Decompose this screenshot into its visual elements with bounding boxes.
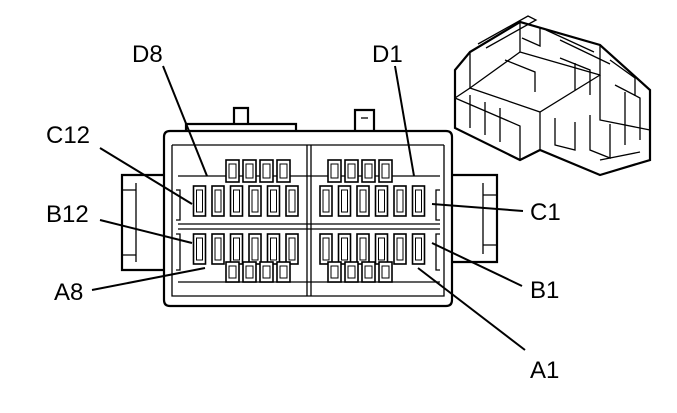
pin-terminal-a-6 (347, 265, 356, 279)
pin-terminal-d-6 (347, 163, 356, 179)
pin-terminal-c-3 (233, 189, 240, 213)
pin-cavity-d-6 (344, 159, 359, 183)
pin-terminal-c-12 (415, 189, 422, 213)
pin-terminal-c-8 (341, 189, 348, 213)
pin-terminal-c-10 (378, 189, 385, 213)
pin-terminal-a-8 (381, 265, 390, 279)
pin-terminal-c-6 (288, 189, 296, 213)
pin-terminal-b-10 (378, 237, 385, 261)
leader-c12 (99, 147, 193, 205)
pin-terminal-a-4 (279, 265, 288, 279)
leader-lines (91, 65, 526, 351)
pin-labels: D8 D1 C12 C1 B12 B1 A8 A1 (46, 41, 561, 384)
pin-cavity-d-5 (327, 159, 342, 183)
pin-cavity-a-7 (361, 261, 376, 283)
pin-cavity-d-2 (242, 159, 257, 183)
pin-terminal-c-11 (396, 189, 404, 213)
pin-terminal-a-2 (245, 265, 254, 279)
pin-cavity-a-3 (259, 261, 274, 283)
pin-terminal-b-5 (270, 237, 277, 261)
pin-terminal-d-3 (262, 163, 271, 179)
pin-terminal-c-4 (251, 189, 259, 213)
pin-terminal-a-3 (262, 265, 271, 279)
pin-terminal-b-11 (396, 237, 404, 261)
pin-terminal-d-7 (364, 163, 373, 179)
pin-terminal-c-7 (322, 189, 330, 213)
pin-terminal-a-7 (364, 265, 373, 279)
leader-b12 (99, 219, 193, 244)
pin-terminal-a-1 (228, 265, 237, 279)
pin-terminal-d-2 (245, 163, 254, 179)
pin-terminal-b-9 (359, 237, 367, 261)
pin-cavity-a-6 (344, 261, 359, 283)
pin-cavity-a-5 (327, 261, 342, 283)
pin-cavity-d-3 (259, 159, 274, 183)
pin-terminal-d-5 (330, 163, 339, 179)
connector-iso-view (453, 15, 652, 177)
pin-terminal-d-1 (228, 163, 237, 179)
label-d1: D1 (372, 41, 403, 68)
label-c1: C1 (530, 199, 561, 226)
connector-housing (120, 106, 499, 308)
pin-cavity-d-7 (361, 159, 376, 183)
leader-a1 (417, 267, 526, 351)
leader-d8 (162, 65, 208, 177)
pin-cavity-d-4 (276, 159, 291, 183)
pin-terminal-b-2 (214, 237, 222, 261)
pin-cavities (192, 159, 426, 283)
leader-b1 (431, 242, 523, 287)
leader-d1 (394, 65, 415, 177)
label-b12: B12 (46, 201, 89, 228)
pin-cavity-d-1 (225, 159, 240, 183)
pin-cavity-d-8 (378, 159, 393, 183)
pin-terminal-d-4 (279, 163, 288, 179)
pin-terminal-d-8 (381, 163, 390, 179)
label-d8: D8 (132, 41, 163, 68)
pin-terminal-b-3 (233, 237, 240, 261)
label-a8: A8 (54, 279, 83, 306)
pin-terminal-b-1 (196, 237, 203, 261)
pin-cavity-a-8 (378, 261, 393, 283)
pin-terminal-c-5 (270, 189, 277, 213)
pin-terminal-c-1 (196, 189, 203, 213)
leader-c1 (431, 203, 524, 212)
pin-terminal-b-12 (415, 237, 422, 261)
pin-terminal-c-2 (214, 189, 222, 213)
pin-terminal-b-4 (251, 237, 259, 261)
label-b1: B1 (530, 277, 559, 304)
pin-terminal-b-7 (322, 237, 330, 261)
pin-terminal-b-8 (341, 237, 348, 261)
label-c12: C12 (46, 122, 90, 149)
leader-a8 (91, 267, 206, 291)
pin-cavity-a-4 (276, 261, 291, 283)
pin-terminal-a-5 (330, 265, 339, 279)
pin-terminal-c-9 (359, 189, 367, 213)
pin-terminal-b-6 (288, 237, 296, 261)
pin-cavity-a-1 (225, 261, 240, 283)
label-a1: A1 (530, 357, 559, 384)
pin-cavity-a-2 (242, 261, 257, 283)
